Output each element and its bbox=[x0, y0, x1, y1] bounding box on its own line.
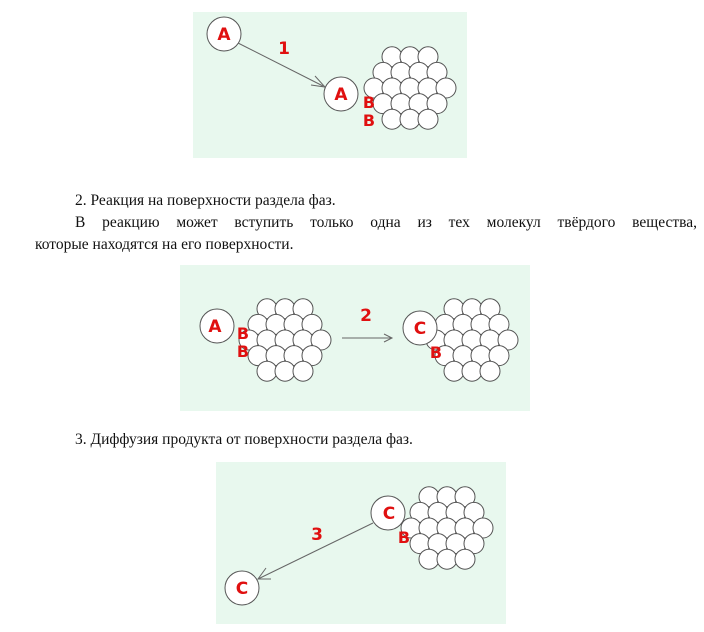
molecule-b-label: B bbox=[363, 93, 375, 112]
solid-molecule bbox=[454, 486, 476, 508]
molecule-a-adsorbed bbox=[323, 76, 359, 112]
arrowhead-2 bbox=[383, 333, 394, 343]
solid-molecule bbox=[381, 108, 403, 130]
solid-molecule bbox=[461, 360, 483, 382]
step-number-1: 1 bbox=[278, 39, 290, 59]
molecule-a bbox=[199, 308, 235, 344]
solid-molecule bbox=[256, 360, 278, 382]
solid-cluster bbox=[400, 486, 494, 570]
solid-molecule bbox=[418, 548, 440, 570]
step2-description-line2: которые находятся на его поверхности. bbox=[35, 236, 294, 253]
solid-molecule bbox=[292, 298, 314, 320]
diagram-step3-panel: C B 3 C bbox=[216, 462, 506, 624]
diffusion-arrow-1 bbox=[237, 42, 324, 87]
solid-molecule bbox=[426, 93, 448, 115]
diagram-step1-panel: A 1 A B B bbox=[193, 12, 467, 158]
molecule-b-label: B bbox=[430, 343, 442, 362]
solid-molecule bbox=[310, 329, 332, 351]
diagram-step2-panel: A B B 2 C B bbox=[180, 265, 530, 411]
molecule-a-label: A bbox=[208, 317, 222, 337]
solid-molecule bbox=[454, 548, 476, 570]
molecule-b-label: B bbox=[237, 324, 249, 343]
solid-molecule bbox=[479, 360, 501, 382]
arrowhead-3 bbox=[257, 567, 271, 580]
solid-molecule bbox=[488, 313, 510, 335]
step3-heading: 3. Диффузия продукта от поверхности разд… bbox=[75, 431, 413, 448]
solid-molecule bbox=[472, 517, 494, 539]
solid-molecule bbox=[426, 61, 448, 83]
solid-molecule bbox=[417, 46, 439, 68]
molecule-c-label: C bbox=[236, 579, 248, 599]
molecule-c bbox=[402, 310, 438, 346]
diagram-step1: A 1 A B B bbox=[206, 16, 457, 130]
solid-molecule bbox=[399, 108, 421, 130]
solid-molecule bbox=[292, 360, 314, 382]
step-number-3: 3 bbox=[311, 525, 323, 545]
molecule-b-label: B bbox=[363, 111, 375, 130]
molecule-c-label: C bbox=[383, 504, 395, 524]
solid-molecule bbox=[301, 345, 323, 367]
molecule-b-label: B bbox=[237, 342, 249, 361]
solid-molecule bbox=[497, 329, 519, 351]
solid-cluster bbox=[363, 46, 457, 130]
diffusion-arrow-3 bbox=[257, 522, 374, 580]
solid-molecule bbox=[463, 501, 485, 523]
solid-cluster-before bbox=[238, 298, 332, 382]
diagram-step2: A B B 2 C B bbox=[199, 298, 519, 382]
step-number-2: 2 bbox=[360, 306, 372, 326]
solid-molecule bbox=[488, 345, 510, 367]
solid-molecule bbox=[274, 360, 296, 382]
molecule-a-start bbox=[206, 16, 242, 52]
molecule-a-label: A bbox=[334, 85, 348, 105]
molecule-c-surface bbox=[370, 495, 406, 531]
step2-heading: 2. Реакция на поверхности раздела фаз. bbox=[75, 192, 336, 209]
solid-cluster-after bbox=[425, 298, 519, 382]
solid-molecule bbox=[417, 108, 439, 130]
molecule-a-label: A bbox=[217, 25, 231, 45]
step2-description-line1: В реакцию может вступить только одна из … bbox=[75, 214, 697, 231]
solid-molecule bbox=[463, 533, 485, 555]
solid-molecule bbox=[479, 298, 501, 320]
solid-molecule bbox=[301, 313, 323, 335]
molecule-c-label: C bbox=[414, 319, 426, 339]
molecule-b-label: B bbox=[398, 528, 410, 547]
solid-molecule bbox=[443, 360, 465, 382]
diagram-step3: C B 3 C bbox=[224, 486, 494, 606]
molecule-c-released bbox=[224, 570, 260, 606]
solid-molecule bbox=[435, 77, 457, 99]
solid-molecule bbox=[436, 548, 458, 570]
